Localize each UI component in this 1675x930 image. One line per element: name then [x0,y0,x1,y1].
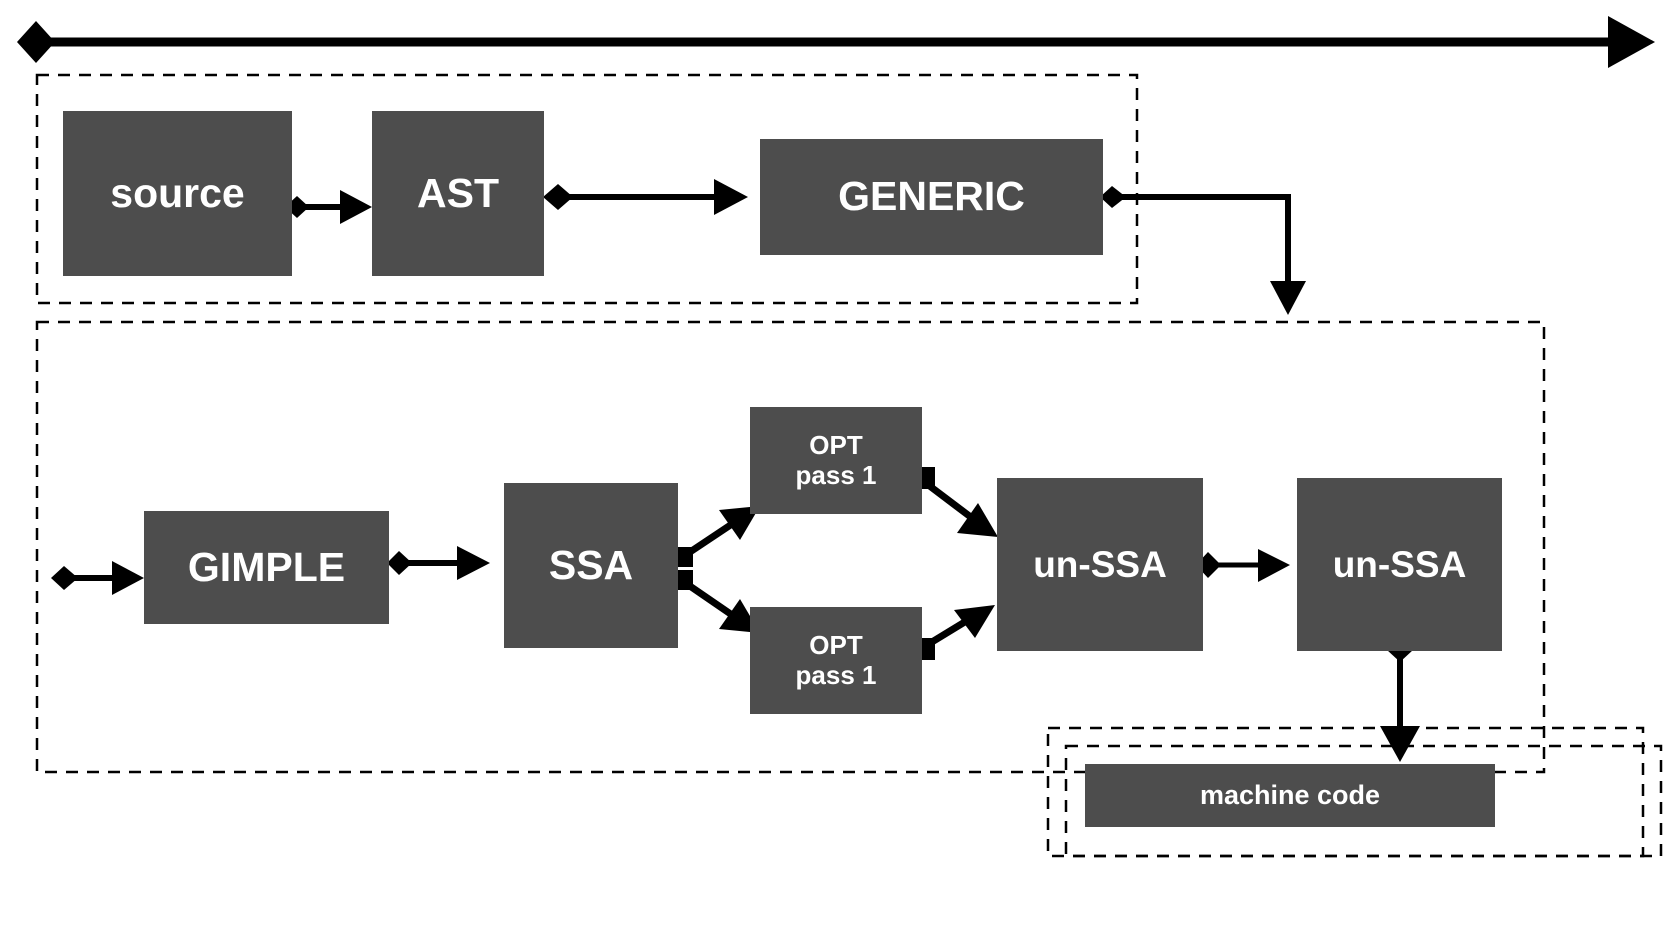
edge-ssa-to-opt1 [673,506,760,567]
node-opt1-label-line2: pass 1 [795,459,877,490]
edge-unssa1-arrowhead [1258,549,1290,582]
edge-opt2-to-unssa1 [916,605,995,660]
edge-backend-entry-to-gimple [51,561,144,595]
edge-gimple-arrowhead [112,561,144,595]
edge-ssa-opt2-arrowhead [719,599,760,633]
edge-gimple-ssa-start-diamond [387,551,412,575]
container-output-outer [1046,726,1645,858]
edge-generic-shaft [1118,194,1291,288]
node-source[interactable]: source [63,111,292,276]
edge-generic-start-diamond [1100,186,1126,208]
node-opt2-label-line1: OPT [809,630,863,661]
edge-ssa-opt1-shaft [682,519,737,559]
node-ssa[interactable]: SSA [504,483,678,648]
edge-source-to-ast [285,190,372,224]
edge-gimple-start-diamond [51,566,78,590]
edge-opt1-arrowhead [957,503,998,537]
edge-source-arrowhead [340,190,372,224]
time-axis-arrow [17,16,1655,68]
container-middle-backend [35,320,1546,774]
node-unssa1-label: un-SSA [1033,543,1167,585]
node-gimple-label: GIMPLE [187,543,346,590]
container-frontend [35,73,1139,305]
node-ast[interactable]: AST [372,111,544,276]
edge-unssa1-to-unssa2 [1196,549,1290,582]
edge-unssa2-to-machine [1380,638,1420,762]
node-unssa2-label: un-SSA [1332,543,1467,585]
edge-ast-to-generic [543,179,748,215]
node-opt-pass-1-lower[interactable]: OPT pass 1 [750,607,922,714]
edge-ast-start-diamond [543,184,573,210]
time-axis-start-diamond [17,21,55,63]
node-opt2-label-line2: pass 1 [795,659,877,690]
edge-opt1-to-unssa1 [916,467,998,537]
edge-ssa-opt2-shaft [682,579,737,620]
time-axis-arrowhead [1608,16,1655,68]
edge-machine-arrowhead [1380,726,1420,762]
edge-opt2-shaft [925,617,970,648]
edge-opt2-arrowhead [954,605,995,638]
node-generic[interactable]: GENERIC [760,139,1103,255]
node-gimple[interactable]: GIMPLE [144,511,389,624]
node-source-label: source [110,169,245,216]
node-machine-code-label: machine code [1199,780,1381,811]
node-ssa-label: SSA [548,541,634,588]
edge-generic-to-backend [1100,186,1306,315]
edge-opt1-shaft [924,481,975,521]
edge-ssa-opt1-arrowhead [719,506,760,540]
edge-gimple-to-ssa [387,546,490,580]
node-generic-label: GENERIC [838,173,1025,220]
container-output-inner [1064,744,1663,858]
edge-gimple-ssa-arrowhead [457,546,490,580]
node-opt1-label-line1: OPT [809,430,863,461]
edge-ssa-to-opt2 [673,570,760,633]
node-opt-pass-1-upper[interactable]: OPT pass 1 [750,407,922,514]
node-machine-code[interactable]: machine code [1085,764,1495,827]
node-un-ssa-first[interactable]: un-SSA [997,478,1203,651]
edge-generic-arrowhead [1270,281,1306,315]
node-ast-label: AST [417,169,499,216]
node-un-ssa-second[interactable]: un-SSA [1297,478,1502,651]
edge-ast-arrowhead [714,179,748,215]
